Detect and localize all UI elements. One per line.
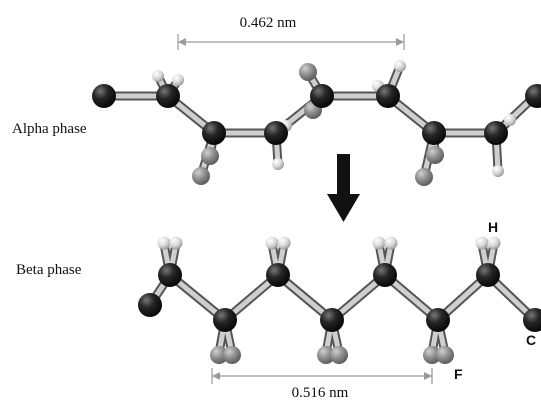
beta-measure-arrow-left <box>212 372 220 380</box>
beta-bonds <box>145 239 540 358</box>
alpha-carbon-atom <box>202 121 226 145</box>
beta-carbon-atom <box>373 263 397 287</box>
alpha-distance-label: 0.462 nm <box>240 15 297 31</box>
alpha-measure: 0.462 nm <box>177 15 405 50</box>
beta-carbon-atom <box>213 308 237 332</box>
beta-chain <box>138 236 541 364</box>
alpha-hydrogen-atom <box>394 60 406 72</box>
beta-fluorine-atom <box>317 346 335 364</box>
alpha-hydrogen-atom <box>152 70 164 82</box>
alpha-carbon-atom <box>156 84 180 108</box>
alpha-phase-label: Alpha phase <box>12 121 87 137</box>
beta-hydrogen-atom <box>157 236 171 250</box>
carbon-label: C <box>526 332 536 348</box>
beta-carbon-atom <box>476 263 500 287</box>
beta-fluorine-atom <box>423 346 441 364</box>
alpha-hydrogen-atom <box>272 158 284 170</box>
alpha-carbon-atom <box>525 84 541 108</box>
alpha-fluorine-atom <box>192 167 210 185</box>
beta-hydrogen-atom <box>277 236 291 250</box>
alpha-fluorine-atom <box>415 168 433 186</box>
beta-carbon-atom <box>158 263 182 287</box>
beta-carbon-atom <box>266 263 290 287</box>
alpha-hydrogen-atom <box>504 114 516 126</box>
alpha-measure-arrow-left <box>178 38 186 46</box>
alpha-carbon-atom <box>264 121 288 145</box>
beta-carbon-atom <box>138 293 162 317</box>
alpha-hydrogen-atom <box>492 165 504 177</box>
beta-hydrogen-atom <box>384 236 398 250</box>
fluorine-label: F <box>454 366 463 382</box>
beta-phase-label: Beta phase <box>16 262 82 278</box>
alpha-fluorine-atom <box>299 63 317 81</box>
beta-measure-arrow-right <box>424 372 432 380</box>
beta-fluorine-atom <box>436 346 454 364</box>
beta-carbon-atom <box>426 308 450 332</box>
beta-hydrogen-atom <box>265 236 279 250</box>
beta-distance-label: 0.516 nm <box>292 385 349 401</box>
beta-fluorine-atom <box>330 346 348 364</box>
alpha-carbon-atom <box>422 121 446 145</box>
alpha-fluorine-atom <box>426 146 444 164</box>
beta-hydrogen-atom <box>475 236 489 250</box>
alpha-carbon-atom <box>376 84 400 108</box>
alpha-measure-arrow-right <box>396 38 404 46</box>
beta-hydrogen-atom <box>169 236 183 250</box>
beta-measure: 0.516 nm <box>211 368 433 401</box>
alpha-carbon-atom <box>310 84 334 108</box>
alpha-fluorine-atom <box>201 147 219 165</box>
hydrogen-label: H <box>488 219 498 235</box>
beta-carbon-atom <box>523 308 541 332</box>
alpha-chain <box>92 60 541 186</box>
alpha-carbon-atom <box>92 84 116 108</box>
beta-fluorine-atom <box>223 346 241 364</box>
transition-arrow <box>327 154 360 222</box>
beta-hydrogen-atom <box>372 236 386 250</box>
alpha-carbon-atom <box>484 121 508 145</box>
beta-hydrogen-atom <box>487 236 501 250</box>
beta-fluorine-atom <box>210 346 228 364</box>
alpha-bonds <box>99 61 540 182</box>
beta-carbon-atom <box>320 308 344 332</box>
alpha-hydrogen-atom <box>172 74 184 86</box>
